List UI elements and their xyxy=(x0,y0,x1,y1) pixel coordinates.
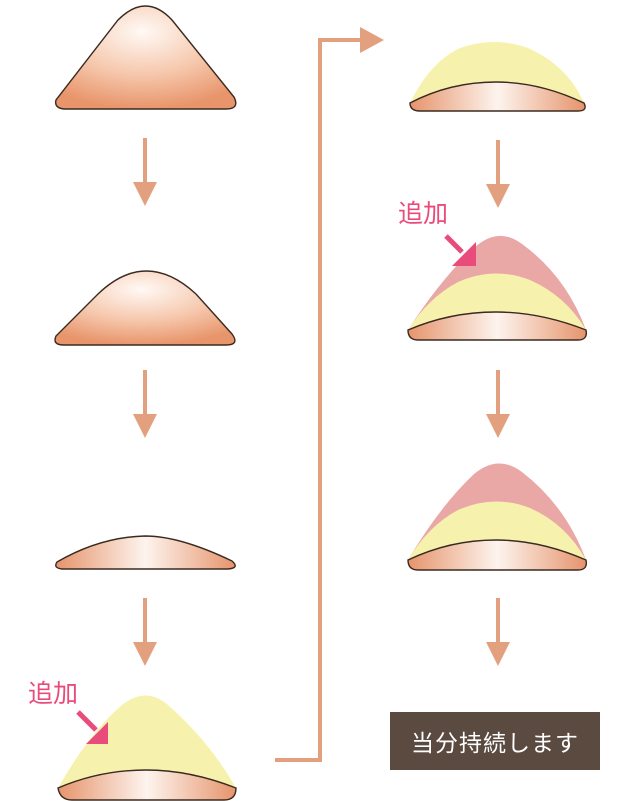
flow-arrow-6 xyxy=(486,598,510,666)
flow-arrow-3 xyxy=(133,598,157,666)
flow-arrow-1 xyxy=(133,138,157,206)
add-arrow-left xyxy=(76,710,108,744)
base-layer-right-2 xyxy=(407,311,588,341)
absorbed-mound xyxy=(55,535,236,570)
add-label-right: 追加 xyxy=(398,199,448,228)
result-note: 当分持続します xyxy=(390,712,600,770)
flow-arrow-4 xyxy=(486,140,510,208)
flow-arrow-5 xyxy=(486,370,510,438)
first-filler-layer xyxy=(58,695,236,788)
initial-mound xyxy=(54,5,237,110)
add-arrow-right xyxy=(444,234,476,266)
settling-mound xyxy=(54,270,236,346)
add-label-left: 追加 xyxy=(28,679,78,708)
base-layer-left xyxy=(57,769,237,801)
flow-arrow-2 xyxy=(133,370,157,438)
base-layer-right-3 xyxy=(407,539,588,571)
base-layer-right-1 xyxy=(409,81,586,112)
connector-arrow xyxy=(275,27,384,762)
